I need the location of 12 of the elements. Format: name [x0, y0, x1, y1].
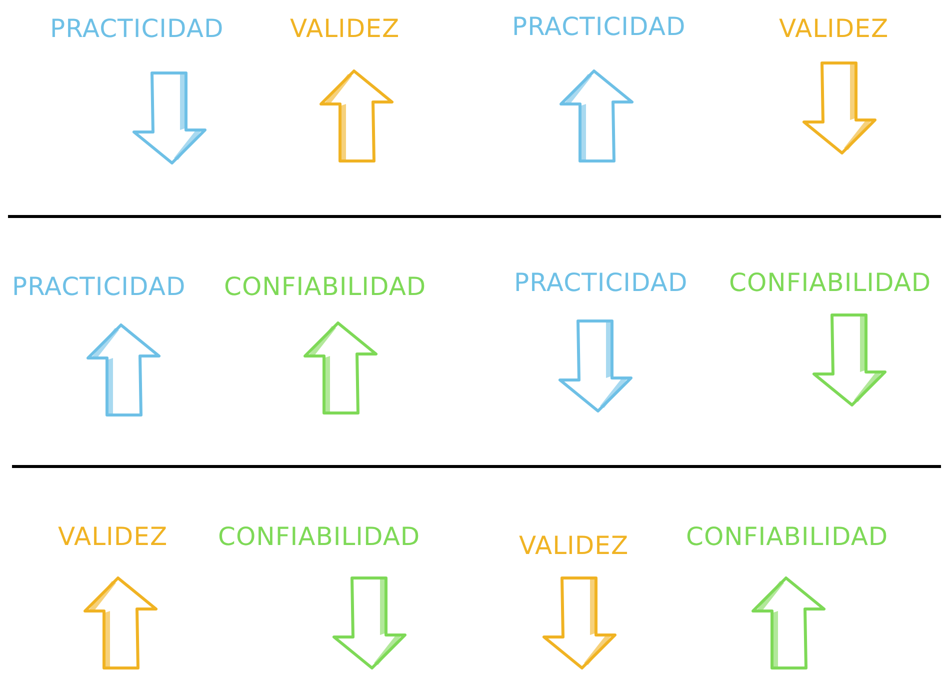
heading-label: PRACTICIDAD — [12, 272, 186, 301]
heading-label: PRACTICIDAD — [514, 268, 688, 297]
heading-label: CONFIABILIDAD — [686, 522, 888, 551]
heading-label: VALIDEZ — [779, 14, 889, 43]
heading-label: VALIDEZ — [290, 14, 400, 43]
heading-label: VALIDEZ — [519, 531, 629, 560]
heading-label: CONFIABILIDAD — [224, 272, 426, 301]
heading-label: CONFIABILIDAD — [218, 522, 420, 551]
heading-label: PRACTICIDAD — [512, 12, 686, 41]
heading-label: PRACTICIDAD — [50, 14, 224, 43]
heading-label: VALIDEZ — [58, 522, 168, 551]
heading-label: CONFIABILIDAD — [729, 268, 932, 297]
